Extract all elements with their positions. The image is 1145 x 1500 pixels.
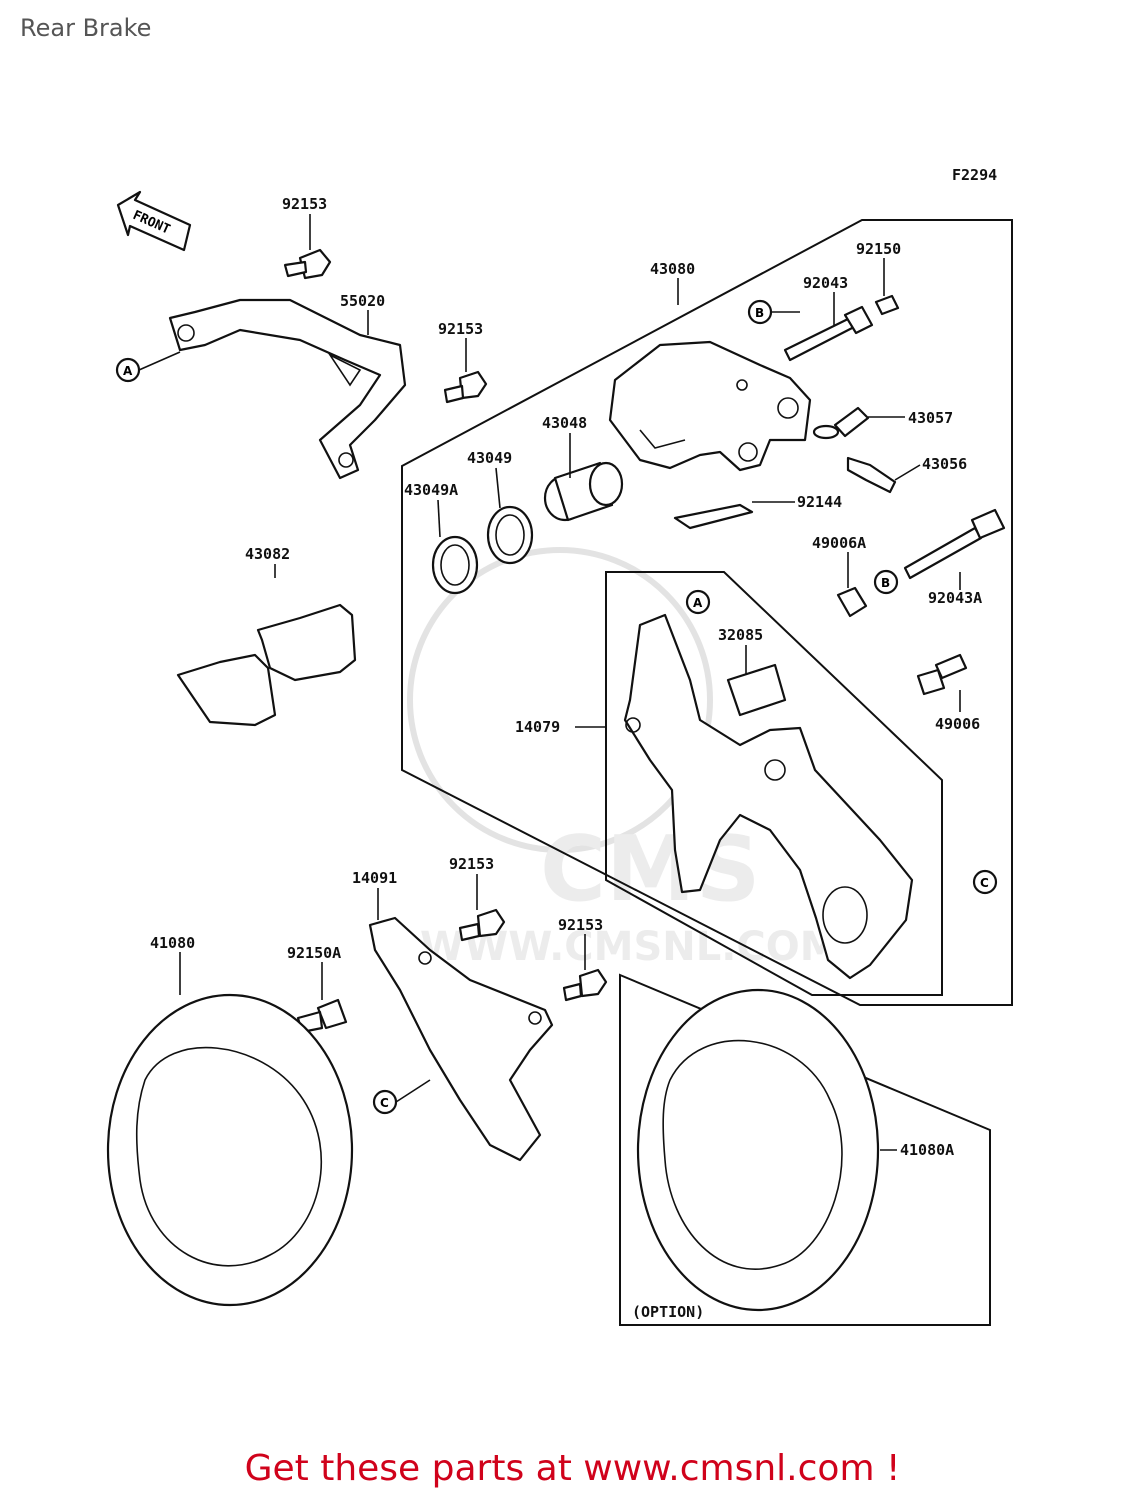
brake-hose-bracket xyxy=(168,298,407,480)
callout-43082: 43082 xyxy=(245,545,290,563)
callout-92150a: 92150A xyxy=(287,944,341,962)
callout-43049a: 43049A xyxy=(404,481,458,499)
caliper-assembly-frame xyxy=(401,219,1013,1006)
callout-41080: 41080 xyxy=(150,934,195,952)
piston-43048 xyxy=(543,461,624,522)
option-frame xyxy=(619,973,991,1326)
dust-seal-43049a xyxy=(431,535,479,595)
pad-clip-32085 xyxy=(726,663,787,717)
boot-49006a xyxy=(836,586,868,618)
leader-lines xyxy=(138,214,961,1151)
callout-43049: 43049 xyxy=(467,449,512,467)
callout-32085: 32085 xyxy=(718,626,763,644)
watermark-logo: CMS xyxy=(540,817,760,922)
svg-text:C: C xyxy=(980,876,989,890)
pad-spring-92144 xyxy=(673,503,754,530)
bleeder-cap-43057 xyxy=(812,406,870,440)
callout-43057: 43057 xyxy=(908,409,953,427)
callout-41080a: 41080A xyxy=(900,1141,954,1159)
callout-55020: 55020 xyxy=(340,292,385,310)
svg-text:B: B xyxy=(881,576,890,590)
brake-pads-43082 xyxy=(176,603,357,727)
svg-text:B: B xyxy=(755,306,764,320)
callout-92043a: 92043A xyxy=(928,589,982,607)
ref-marker-c-bracket: C xyxy=(972,869,998,895)
ref-marker-b-pin: B xyxy=(873,569,899,595)
caliper-bracket-14079 xyxy=(623,613,914,980)
bolt-92153-lower-2 xyxy=(562,968,608,1002)
callout-43056: 43056 xyxy=(922,455,967,473)
callout-92144: 92144 xyxy=(797,493,842,511)
figure-code: F2294 xyxy=(952,166,997,184)
callout-92153-b: 92153 xyxy=(438,320,483,338)
slide-pin-92043 xyxy=(783,305,874,362)
bracket-subframe xyxy=(605,571,943,996)
callout-92150: 92150 xyxy=(856,240,901,258)
callout-43048: 43048 xyxy=(542,414,587,432)
ref-marker-a-bracket: A xyxy=(685,589,711,615)
callout-14079: 14079 xyxy=(515,718,560,736)
callout-14091: 14091 xyxy=(352,869,397,887)
bleeder-valve-43056 xyxy=(846,456,897,494)
callout-49006: 49006 xyxy=(935,715,980,733)
bolt-92153-lower-1 xyxy=(458,908,506,942)
piston-seal-43049 xyxy=(486,505,534,565)
svg-text:C: C xyxy=(380,1096,389,1110)
slide-pin-92043a xyxy=(903,508,1006,580)
callout-92153-c: 92153 xyxy=(449,855,494,873)
option-label: (OPTION) xyxy=(632,1303,704,1321)
promo-footer-link[interactable]: Get these parts at www.cmsnl.com ! xyxy=(244,1448,901,1489)
front-arrow-icon: FRONT xyxy=(116,190,192,252)
callout-labels: 92153 55020 92153 43080 92043 92150 4305… xyxy=(150,195,982,1321)
callout-92043: 92043 xyxy=(803,274,848,292)
ref-marker-c-guard: C xyxy=(372,1089,398,1115)
brake-disc-41080a xyxy=(636,988,880,1312)
svg-text:A: A xyxy=(123,364,133,378)
callout-92153-a: 92153 xyxy=(282,195,327,213)
bolt-92153-mid xyxy=(443,370,488,404)
bolt-92153-top xyxy=(283,248,332,280)
parts-diagram: CMS WWW.CMSNL.COM F2294 FRONT xyxy=(106,166,1013,1326)
callout-49006a: 49006A xyxy=(812,534,866,552)
bushing-49006 xyxy=(916,653,968,696)
caliper-body xyxy=(608,340,812,472)
ref-marker-a-left: A xyxy=(115,357,141,383)
brake-disc-41080 xyxy=(106,993,354,1307)
page-title: Rear Brake xyxy=(20,14,152,42)
cap-92150 xyxy=(874,294,900,316)
callout-92153-d: 92153 xyxy=(558,916,603,934)
brake-guard-14091 xyxy=(368,916,554,1162)
svg-text:A: A xyxy=(693,596,703,610)
ref-marker-b-top: B xyxy=(747,299,773,325)
callout-43080: 43080 xyxy=(650,260,695,278)
